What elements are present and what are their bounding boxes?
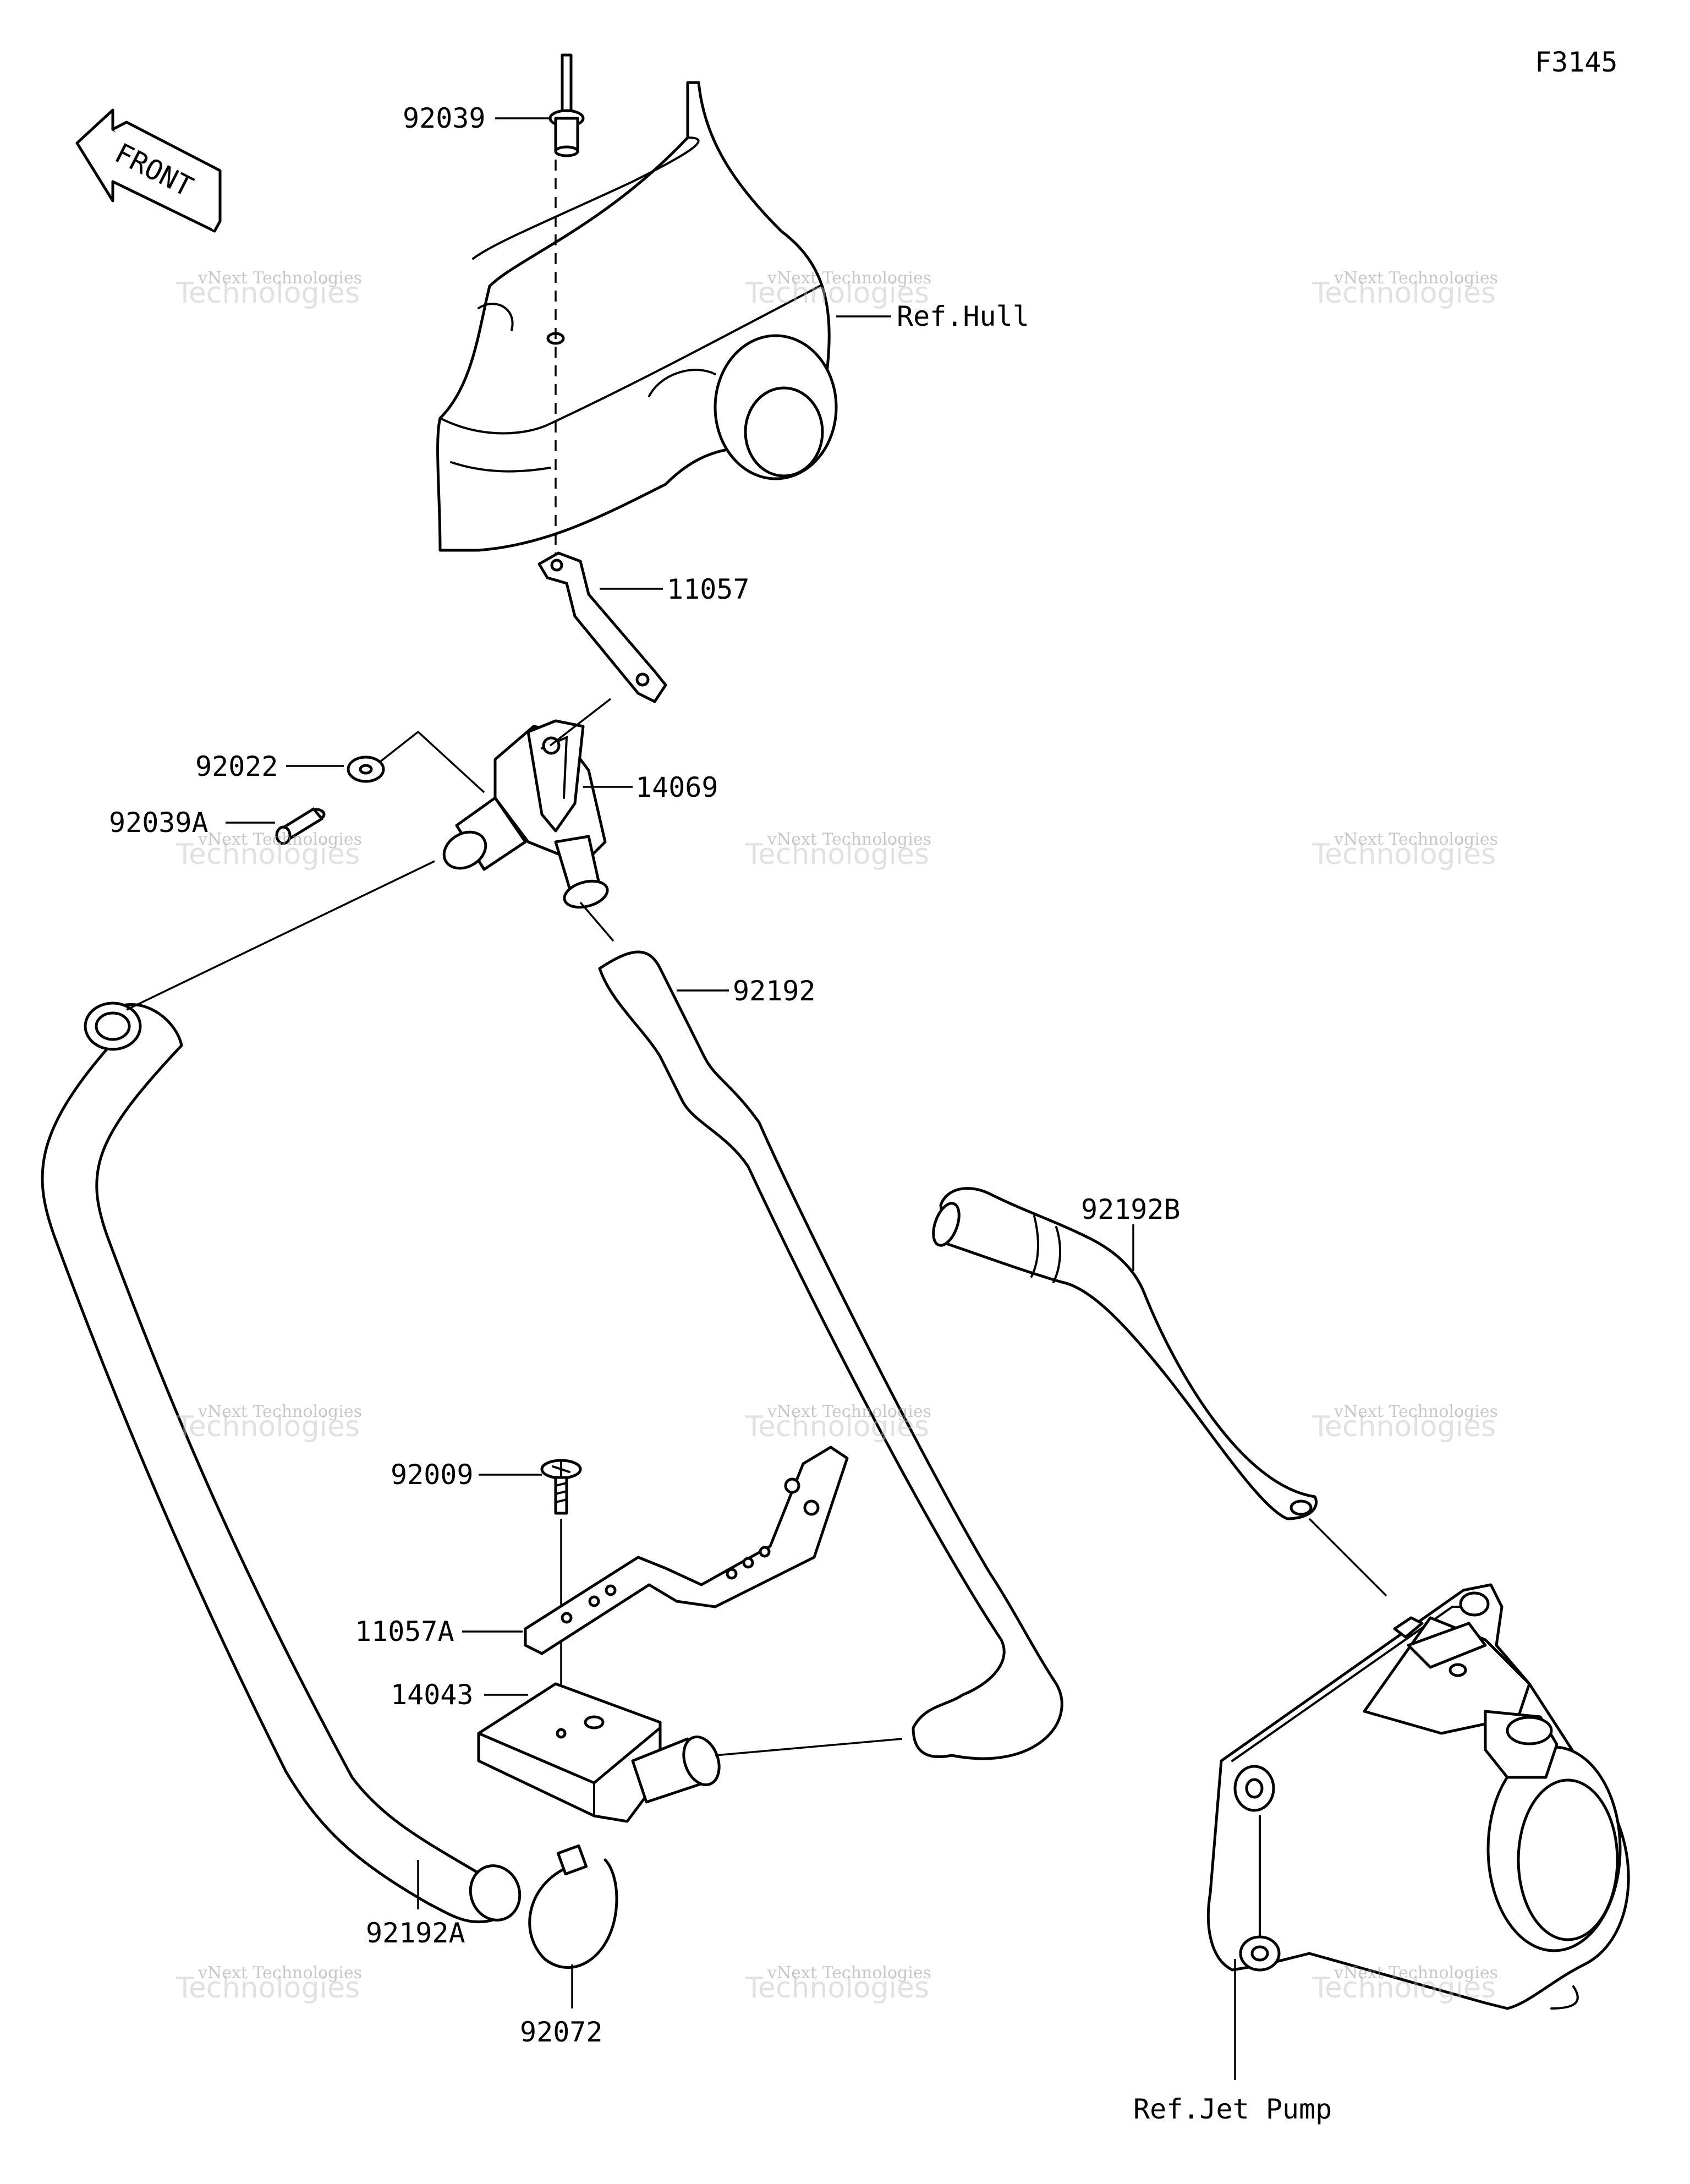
svg-text:Technologies: Technologies [745, 277, 929, 310]
fitting-14069 [442, 719, 609, 909]
label-92192: 92192 [733, 975, 816, 1007]
svg-text:vNext Technologies: vNext Technologies [197, 1963, 362, 1983]
svg-text:Technologies: Technologies [1312, 1972, 1496, 2005]
svg-text:vNext Technologies: vNext Technologies [767, 830, 931, 849]
svg-text:Technologies: Technologies [175, 277, 360, 310]
svg-text:Technologies: Technologies [175, 1410, 360, 1443]
label-14069: 14069 [635, 771, 718, 803]
label-92022: 92022 [195, 751, 278, 782]
label-92009: 92009 [391, 1459, 474, 1491]
link-92192b-pump [1308, 1518, 1387, 1597]
svg-text:Technologies: Technologies [1312, 277, 1496, 310]
svg-text:Technologies: Technologies [745, 838, 929, 871]
label-92072: 92072 [520, 2016, 603, 2048]
label-ref-hull: Ref.Hull [897, 300, 1029, 332]
svg-text:vNext Technologies: vNext Technologies [197, 830, 362, 849]
svg-text:Technologies: Technologies [1312, 1410, 1496, 1443]
svg-text:Technologies: Technologies [745, 1410, 929, 1443]
bracket-11057a [524, 1446, 849, 1655]
label-ref-jet-pump: Ref.Jet Pump [1133, 2093, 1332, 2125]
watermark-group: Technologies vNext Technologies Technolo… [175, 269, 1498, 2005]
valve-14043 [477, 1682, 721, 1823]
svg-text:vNext Technologies: vNext Technologies [1334, 1402, 1498, 1421]
link-14069-92192a [126, 860, 435, 1011]
link-14069-11057 [549, 698, 612, 747]
pin-92039a [275, 807, 326, 845]
clamp-92072 [528, 1844, 618, 1969]
label-14043: 14043 [391, 1679, 474, 1711]
label-92039: 92039 [403, 102, 486, 134]
figure-code: F3145 [1535, 46, 1618, 78]
svg-text:Technologies: Technologies [175, 1972, 360, 2005]
jet-pump-reference [1206, 1583, 1630, 2010]
svg-text:vNext Technologies: vNext Technologies [767, 269, 931, 288]
rivet-92039 [548, 53, 585, 157]
front-arrow-icon: FRONT [75, 108, 222, 233]
link-92022-14069 [378, 730, 485, 793]
link-14069-92192 [579, 901, 614, 942]
label-92192b: 92192B [1081, 1194, 1181, 1225]
svg-text:Technologies: Technologies [175, 838, 360, 871]
svg-text:vNext Technologies: vNext Technologies [767, 1963, 931, 1983]
hose-92192 [598, 950, 1063, 1760]
svg-text:vNext Technologies: vNext Technologies [197, 1402, 362, 1421]
svg-text:vNext Technologies: vNext Technologies [1334, 830, 1498, 849]
hose-92192b [939, 1187, 1318, 1520]
label-92192a: 92192A [366, 1917, 465, 1949]
screw-92009 [540, 1459, 582, 1515]
label-11057: 11057 [667, 573, 750, 605]
label-11057a: 11057A [355, 1616, 454, 1647]
svg-text:vNext Technologies: vNext Technologies [1334, 269, 1498, 288]
svg-text:vNext Technologies: vNext Technologies [197, 269, 362, 288]
link-14043-92192 [715, 1738, 903, 1756]
svg-text:vNext Technologies: vNext Technologies [767, 1402, 931, 1421]
svg-text:Technologies: Technologies [1312, 838, 1496, 871]
bracket-11057 [537, 551, 667, 703]
label-92039a: 92039A [109, 807, 208, 839]
hull-reference [436, 81, 838, 552]
svg-text:Technologies: Technologies [745, 1972, 929, 2005]
svg-text:vNext Technologies: vNext Technologies [1334, 1963, 1498, 1983]
